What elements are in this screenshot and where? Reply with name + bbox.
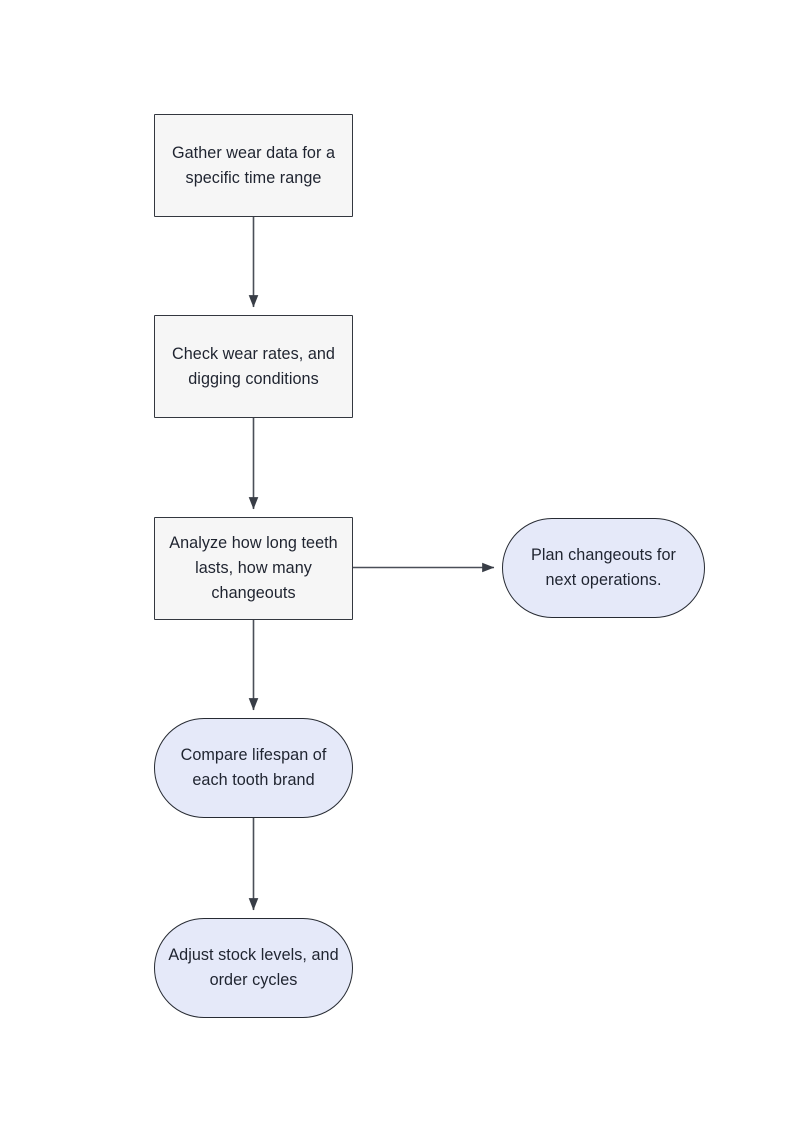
node-label: Check wear rates, and digging conditions <box>171 344 335 388</box>
node-label: Gather wear data for a specific time ran… <box>171 143 336 187</box>
node-adjust-stock-levels[interactable]: Adjust stock levels, and order cycles <box>154 918 353 1018</box>
node-label: Plan changeouts for next operations. <box>531 546 676 589</box>
node-compare-lifespan[interactable]: Compare lifespan of each tooth brand <box>154 718 353 818</box>
node-label: Analyze how long teeth lasts, how many c… <box>169 534 338 602</box>
node-plan-changeouts[interactable]: Plan changeouts for next operations. <box>502 518 705 618</box>
node-check-wear-rates[interactable]: Check wear rates, and digging conditions <box>154 315 353 418</box>
node-analyze-teeth-lifespan[interactable]: Analyze how long teeth lasts, how many c… <box>154 517 353 620</box>
node-label: Adjust stock levels, and order cycles <box>168 946 339 989</box>
node-label: Compare lifespan of each tooth brand <box>180 746 327 789</box>
node-gather-wear-data[interactable]: Gather wear data for a specific time ran… <box>154 114 353 217</box>
